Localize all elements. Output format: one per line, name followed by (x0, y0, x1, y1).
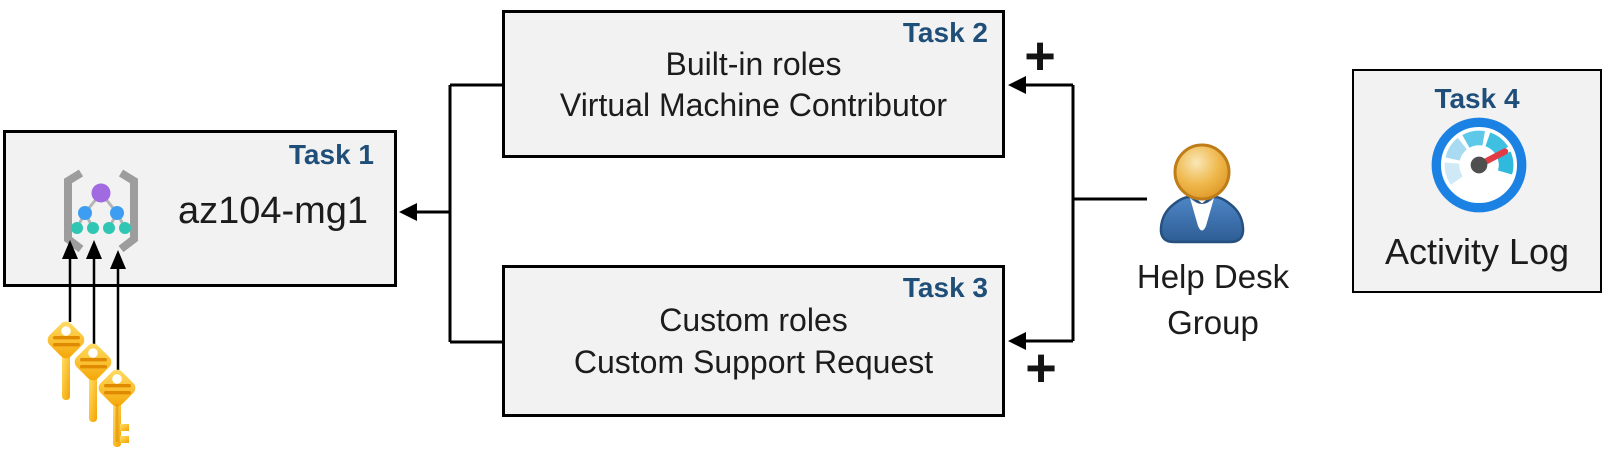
plus-sign-task3: + (1025, 338, 1057, 398)
plus-sign-task2: + (1024, 26, 1056, 86)
key-icon-3 (98, 369, 136, 447)
key-icon-2 (74, 343, 112, 422)
management-group-name: az104-mg1 (177, 190, 369, 232)
activity-log-gauge-icon (1429, 115, 1529, 215)
task3-line1: Custom roles (659, 302, 848, 338)
task2-line1: Built-in roles (665, 46, 842, 82)
help-desk-label-line1: Help Desk (1136, 258, 1290, 295)
management-group-icon (51, 165, 151, 265)
task4-box: Task 4 Activity Log (1352, 69, 1602, 293)
help-desk-group-label: Help Desk Group (1107, 254, 1319, 346)
task3-box: Task 3 Custom roles Custom Support Reque… (502, 265, 1005, 417)
task4-caption: Activity Log (1384, 231, 1570, 272)
task4-label: Task 4 (1434, 83, 1520, 114)
task2-box: Task 2 Built-in roles Virtual Machine Co… (502, 10, 1005, 158)
task2-label: Task 2 (902, 17, 988, 48)
branch-connector-left (414, 83, 502, 344)
task3-label: Task 3 (902, 272, 988, 303)
key-icon-1 (47, 321, 85, 400)
person-icon (1152, 138, 1252, 250)
task3-line2: Custom Support Request (573, 344, 934, 380)
help-desk-label-line2: Group (1167, 304, 1259, 341)
task2-line2: Virtual Machine Contributor (559, 87, 948, 123)
arrowhead-to-task1 (399, 203, 417, 221)
task1-label: Task 1 (288, 139, 374, 170)
task1-box: Task 1 (3, 130, 397, 287)
